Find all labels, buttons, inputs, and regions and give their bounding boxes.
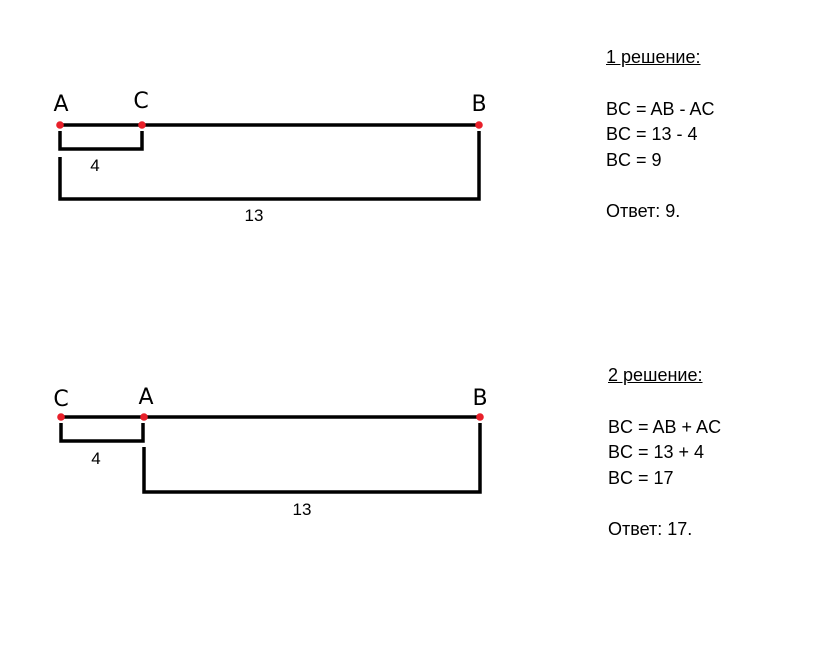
label-b: B	[471, 92, 486, 117]
label-c: C	[133, 89, 148, 114]
length-ac: 4	[90, 156, 99, 175]
solution-line: BC = AB + AC	[608, 416, 722, 437]
solution-line: BC = 13 + 4	[608, 442, 705, 462]
solution-line: BC = 13 - 4	[606, 124, 698, 144]
point-c	[57, 413, 65, 421]
bracket-ab	[142, 423, 482, 494]
diagram-1: A C B 4 13	[53, 89, 486, 225]
point-a	[56, 121, 64, 129]
length-ab: 13	[245, 206, 264, 225]
point-c	[138, 121, 146, 129]
solution-answer: Ответ: 9.	[606, 201, 681, 221]
solution-line: BC = 9	[606, 149, 662, 170]
label-b: B	[472, 386, 487, 411]
bracket-ca	[59, 423, 145, 443]
solution-answer: Ответ: 17.	[608, 519, 693, 539]
solution-2: 2 решение: BC = AB + AC BC = 13 + 4 BC =…	[608, 363, 721, 543]
point-b	[476, 413, 484, 421]
length-ca: 4	[91, 449, 100, 468]
point-a	[140, 413, 148, 421]
label-a: A	[53, 92, 68, 117]
label-a: A	[138, 385, 153, 410]
solution-1: 1 решение: BC = AB - AC BC = 13 - 4 BC =…	[606, 45, 715, 225]
solution-line: BC = 17	[608, 467, 674, 488]
solution-title: 1 решение:	[606, 47, 701, 67]
point-b	[475, 121, 483, 129]
bracket-ac	[58, 131, 144, 151]
bracket-ab	[58, 131, 481, 201]
label-c: C	[53, 387, 68, 412]
solution-title: 2 решение:	[608, 365, 703, 385]
length-ab: 13	[293, 500, 312, 519]
solution-line: BC = AB - AC	[606, 98, 715, 119]
diagram-2: C A B 4 13	[53, 385, 487, 519]
